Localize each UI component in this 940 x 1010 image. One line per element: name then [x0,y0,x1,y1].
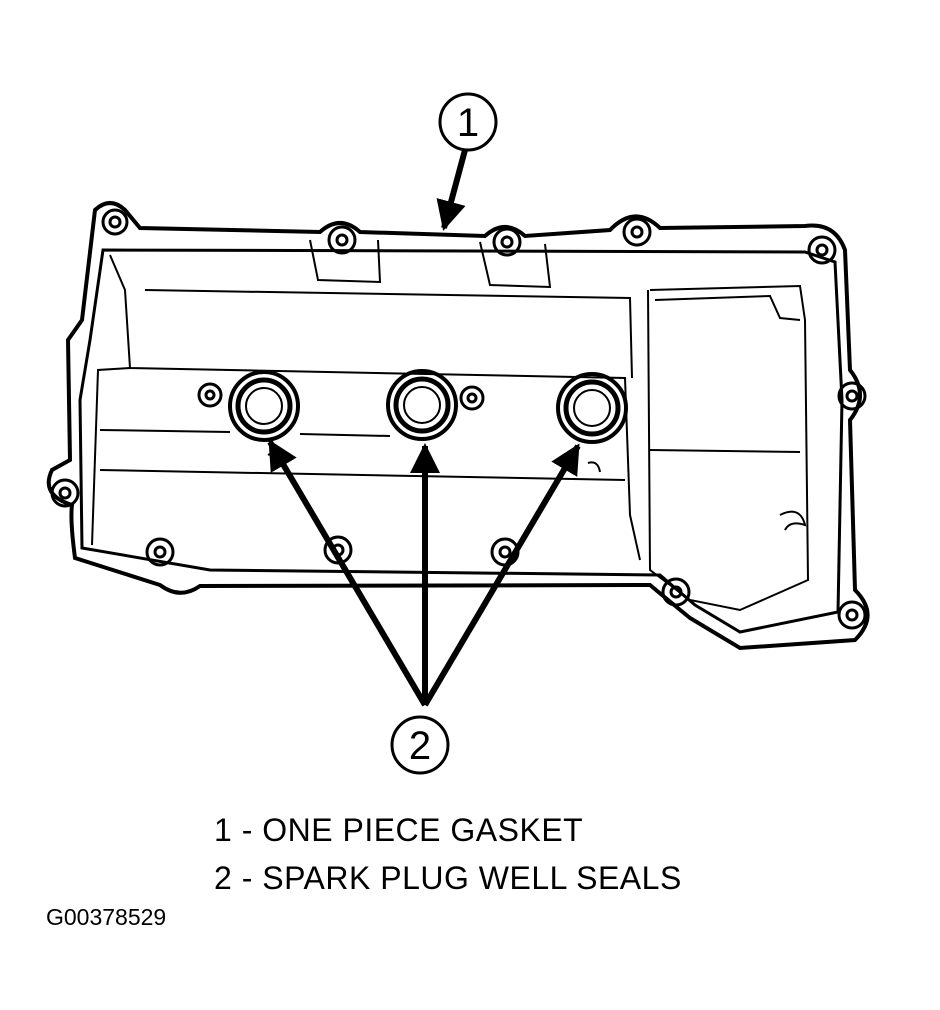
callout-1-label: 1 [457,101,479,145]
callout-2-label: 2 [409,724,431,768]
seal-left [228,370,300,442]
callout-2-arrows [267,439,581,707]
legend-item-gasket: 1 - ONE PIECE GASKET [214,812,584,848]
seal-right [556,372,628,444]
seal-center [386,369,458,441]
callout-1-arrow [436,149,468,231]
gasket-outline [46,201,870,651]
figure-id: G00378529 [46,904,167,930]
cover-body [91,239,810,612]
legend-item-seals: 2 - SPARK PLUG WELL SEALS [214,860,682,896]
callout-1: 1 [438,92,498,152]
callout-2: 2 [390,715,450,775]
legend: 1 - ONE PIECE GASKET 2 - SPARK PLUG WELL… [214,806,682,902]
spark-plug-well-seals [228,369,628,444]
gasket-inner-outline [78,248,844,634]
